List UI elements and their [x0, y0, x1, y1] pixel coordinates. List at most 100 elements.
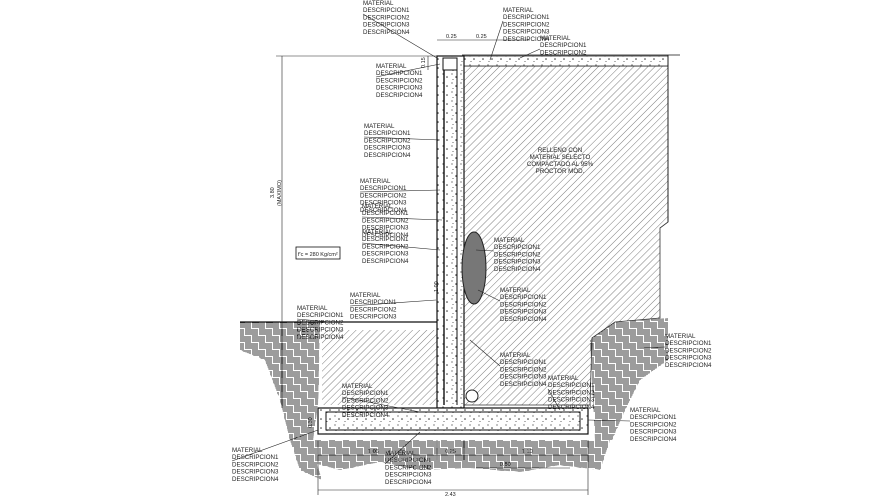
leader-line: [349, 299, 437, 307]
leader-line: [547, 388, 561, 411]
callout-material: MATERIAL: [297, 305, 328, 312]
callout-16: MATERIALDESCRIPCION1DESCRIPCION2DESCRIPC…: [639, 333, 712, 369]
callout-description: DESCRIPCION1: [548, 382, 595, 389]
leader-line: [361, 242, 441, 251]
callout-material: MATERIAL: [362, 203, 393, 210]
callout-description: DESCRIPCION1: [362, 210, 409, 217]
callout-description: DESCRIPCION2: [362, 243, 409, 250]
callout-7: MATERIALDESCRIPCION1DESCRIPCION2DESCRIPC…: [361, 203, 443, 239]
callout-description: DESCRIPCION4: [362, 232, 409, 239]
callout-18: MATERIALDESCRIPCION1DESCRIPCION2DESCRIPC…: [231, 429, 319, 483]
dim-heel-inner: 0.50: [500, 462, 511, 468]
callout-description: DESCRIPCION2: [350, 306, 397, 313]
callout-material: MATERIAL: [630, 407, 661, 414]
callout-description: DESCRIPCION1: [232, 454, 279, 461]
leader-line: [361, 216, 443, 221]
callout-description: DESCRIPCION1: [350, 299, 397, 306]
callout-description: DESCRIPCION3: [363, 22, 410, 29]
callout-material: MATERIAL: [360, 178, 391, 185]
callout-description: DESCRIPCION3: [494, 259, 541, 266]
callout-description: DESCRIPCION2: [665, 347, 712, 354]
callout-14: MATERIALDESCRIPCION1DESCRIPCION2DESCRIPC…: [547, 375, 595, 411]
callout-9: MATERIALDESCRIPCION1DESCRIPCION2DESCRIPC…: [475, 237, 541, 273]
callout-description: DESCRIPCION3: [376, 85, 423, 92]
dim-total: 2.43: [445, 492, 456, 498]
callout-material: MATERIAL: [500, 352, 531, 359]
callout-description: DESCRIPCION3: [362, 251, 409, 258]
callout-description: DESCRIPCION3: [503, 29, 550, 36]
callout-material: MATERIAL: [364, 123, 395, 130]
callout-description: DESCRIPCION1: [500, 359, 547, 366]
callout-material: MATERIAL: [362, 229, 393, 236]
top-slab: [463, 55, 669, 67]
backfill-note: RELLENO CON MATERIAL SELECTO COMPACTADO …: [527, 147, 594, 175]
callout-2: MATERIALDESCRIPCION1DESCRIPCION2DESCRIPC…: [489, 7, 550, 61]
callout-material: MATERIAL: [503, 7, 534, 14]
callout-description: DESCRIPCION4: [665, 362, 712, 369]
callout-description: DESCRIPCION1: [362, 236, 409, 243]
callout-material: MATERIAL: [342, 383, 373, 390]
callout-description: DESCRIPCION2: [376, 77, 423, 84]
callout-description: DESCRIPCION1: [665, 340, 712, 347]
callout-description: DESCRIPCION1: [503, 14, 550, 21]
callout-description: DESCRIPCION2: [540, 49, 587, 56]
callout-material: MATERIAL: [232, 447, 263, 454]
callout-12: MATERIALDESCRIPCION1DESCRIPCION2DESCRIPC…: [296, 305, 344, 341]
callout-description: DESCRIPCION2: [630, 421, 677, 428]
leader-line: [477, 289, 501, 302]
callout-description: DESCRIPCION2: [500, 366, 547, 373]
leader-line: [359, 189, 441, 193]
callout-description: DESCRIPCION3: [232, 469, 279, 476]
callout-description: DESCRIPCION1: [494, 244, 541, 251]
leader-line: [375, 63, 441, 78]
callout-material: MATERIAL: [350, 292, 381, 299]
callout-material: MATERIAL: [376, 63, 407, 70]
wall-stem: [436, 55, 465, 409]
callout-description: DESCRIPCION1: [360, 185, 407, 192]
wall-cap: [442, 57, 458, 71]
callout-description: DESCRIPCION4: [362, 258, 409, 265]
callout-description: DESCRIPCION1: [363, 7, 410, 14]
callout-description: DESCRIPCION1: [630, 414, 677, 421]
callout-description: DESCRIPCION1: [376, 70, 423, 77]
callout-description: DESCRIPCION4: [360, 207, 407, 214]
callout-description: DESCRIPCION2: [500, 301, 547, 308]
callout-description: DESCRIPCION3: [297, 327, 344, 334]
callout-description: DESCRIPCION4: [297, 334, 344, 341]
callout-material: MATERIAL: [548, 375, 579, 382]
leader-line: [587, 419, 631, 422]
drain-pipe: [465, 389, 479, 403]
callout-description: DESCRIPCION2: [503, 21, 550, 28]
dimension-lines: [276, 39, 589, 495]
callout-description: DESCRIPCION1: [342, 390, 389, 397]
dim-wall-height-note: (MAXIMO): [277, 180, 283, 206]
callout-description: DESCRIPCION4: [548, 404, 595, 411]
callout-material: MATERIAL: [540, 35, 571, 42]
callout-description: DESCRIPCION4: [363, 29, 410, 36]
callout-description: DESCRIPCION4: [376, 92, 423, 99]
callout-description: DESCRIPCION2: [232, 461, 279, 468]
callout-description: DESCRIPCION3: [630, 429, 677, 436]
callout-description: DESCRIPCION4: [500, 316, 547, 323]
leader-line: [519, 48, 541, 59]
callout-description: DESCRIPCION3: [342, 405, 389, 412]
callout-description: DESCRIPCION2: [494, 251, 541, 258]
callout-description: DESCRIPCION2: [360, 192, 407, 199]
callout-description: DESCRIPCION3: [500, 374, 547, 381]
leader-line: [469, 339, 501, 367]
callout-description: DESCRIPCION4: [385, 479, 432, 486]
callout-description: DESCRIPCION3: [350, 314, 397, 321]
callout-description: DESCRIPCION4: [364, 152, 411, 159]
callout-description: DESCRIPCION2: [342, 397, 389, 404]
callout-11: MATERIALDESCRIPCION1DESCRIPCION2DESCRIPC…: [349, 292, 437, 321]
leader-line: [231, 429, 319, 462]
callout-15: MATERIALDESCRIPCION1DESCRIPCION2DESCRIPC…: [341, 383, 421, 419]
callout-description: DESCRIPCION3: [500, 309, 547, 316]
callout-material: MATERIAL: [494, 237, 525, 244]
leader-line: [362, 13, 438, 59]
dim-top-left: 0.25: [446, 34, 457, 40]
natural-soil-right: [590, 318, 668, 440]
dim-stem: 0.25: [445, 449, 456, 455]
